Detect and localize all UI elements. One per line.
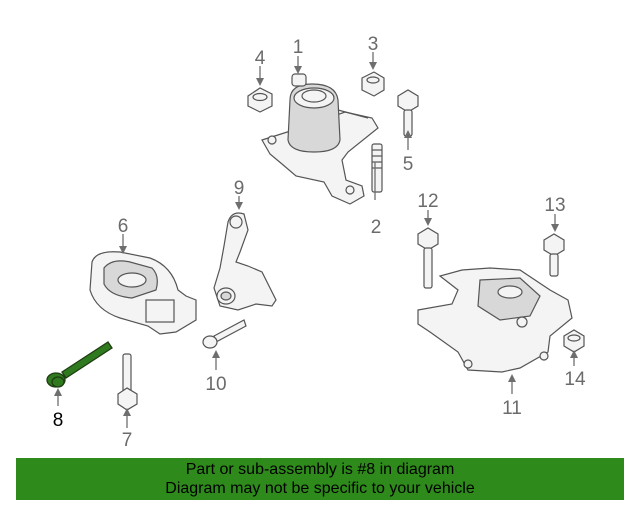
callout-7: 7 (122, 430, 133, 451)
callout-9: 9 (234, 178, 245, 199)
callout-8: 8 (53, 410, 64, 431)
callout-4: 4 (255, 48, 266, 69)
part-11-transmission-mount[interactable] (417, 267, 573, 373)
banner-line-2: Diagram may not be specific to your vehi… (165, 480, 475, 497)
callout-3: 3 (368, 34, 379, 55)
part-8-bolt[interactable] (46, 341, 113, 388)
banner-line-1: Part or sub-assembly is #8 in diagram (185, 461, 455, 478)
info-banner: Part or sub-assembly is #8 in diagram Di… (16, 458, 624, 500)
callout-11: 11 (502, 398, 522, 419)
part-5-bolt[interactable] (397, 89, 419, 137)
callout-13: 13 (544, 195, 565, 216)
callout-14: 14 (564, 369, 586, 390)
part-3-nut[interactable] (361, 71, 385, 97)
part-10-bolt[interactable] (202, 319, 247, 349)
part-9-bracket[interactable] (213, 212, 277, 311)
callout-2: 2 (371, 217, 382, 238)
callout-5: 5 (403, 154, 414, 175)
callout-1: 1 (293, 37, 304, 58)
part-14-nut[interactable] (563, 329, 585, 353)
part-6-mount[interactable] (89, 251, 197, 335)
callout-6: 6 (118, 216, 129, 237)
leader-lines (54, 52, 578, 428)
part-1-engine-mount[interactable] (261, 73, 379, 205)
callout-10: 10 (205, 374, 226, 395)
part-4-nut[interactable] (247, 87, 273, 113)
callout-12: 12 (417, 191, 438, 212)
part-2-stud[interactable] (371, 143, 383, 193)
part-7-bolt[interactable] (117, 353, 138, 411)
part-13-bolt[interactable] (543, 233, 565, 277)
part-12-bolt[interactable] (417, 227, 439, 289)
